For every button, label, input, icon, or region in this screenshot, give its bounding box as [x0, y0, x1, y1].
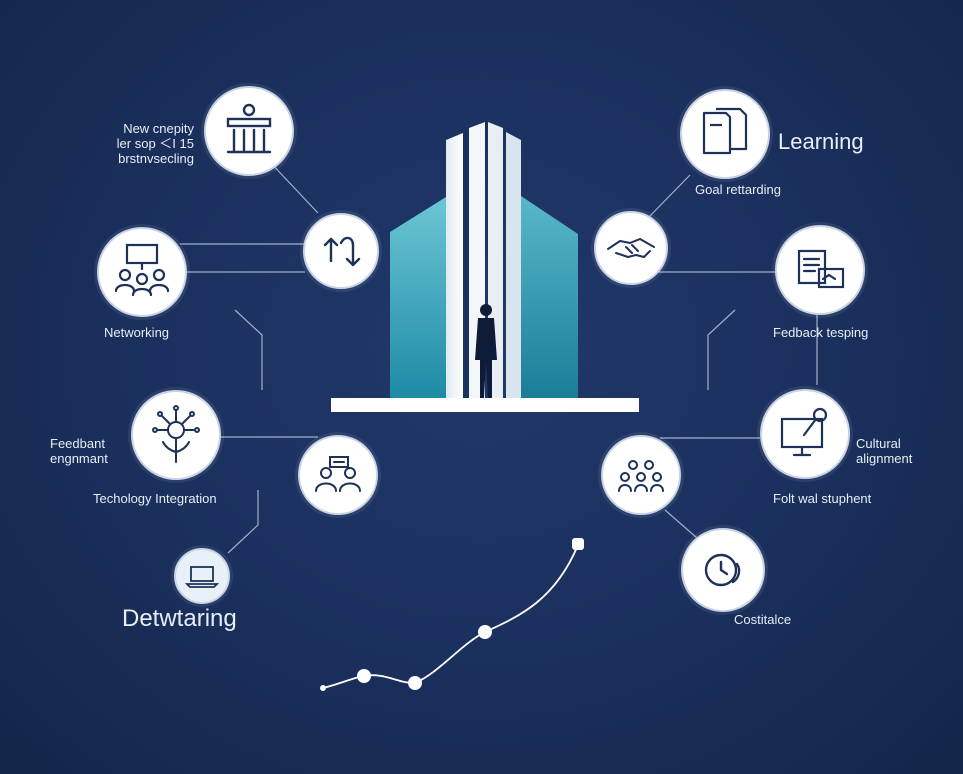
- group-icon: [603, 437, 679, 513]
- collaboration-node: [298, 435, 378, 515]
- tower-right-wing: [521, 196, 578, 400]
- presentation-team-icon: [99, 229, 185, 315]
- institution-node: [204, 86, 294, 176]
- laptop-node: [174, 548, 230, 604]
- label-networking: Networking: [104, 325, 169, 340]
- monitor-pen-icon: [762, 391, 848, 477]
- label-feedback-tesping: Fedback tesping: [773, 325, 868, 340]
- handshake-node: [594, 211, 668, 285]
- institution-icon: [206, 88, 292, 174]
- label-goal-retterding: Goal rettarding: [695, 182, 781, 197]
- tower-base: [331, 398, 639, 412]
- laptop-icon: [176, 550, 228, 602]
- documents-icon: [682, 91, 768, 177]
- documents-node: [680, 89, 770, 179]
- feedback-report-icon: [777, 227, 863, 313]
- arrows-node: [303, 213, 379, 289]
- monitor-pen-node: [760, 389, 850, 479]
- label-cultural-alignment: Cultural alignment: [856, 436, 912, 466]
- collaboration-icon: [300, 437, 376, 513]
- tower-left-wing: [390, 197, 446, 400]
- label-detwtaring: Detwtaring: [122, 606, 237, 632]
- group-node: [601, 435, 681, 515]
- tower-column: [446, 133, 463, 400]
- presentation-team-node: [97, 227, 187, 317]
- feedback-report-node: [775, 225, 865, 315]
- handshake-icon: [596, 213, 666, 283]
- tower-gap: [463, 133, 469, 400]
- timer-icon: [683, 530, 763, 610]
- label-folt-wal: Folt wal stuphent: [773, 491, 871, 506]
- label-feedbant: Feedbant engnmant: [50, 436, 108, 466]
- label-costitalce: Costitalce: [734, 612, 791, 627]
- timer-node: [681, 528, 765, 612]
- arrows-icon: [305, 215, 377, 287]
- label-tech-integration: Techology Integration: [93, 491, 217, 506]
- tower-column: [506, 132, 521, 400]
- label-learning: Learning: [778, 130, 864, 154]
- growth-tree-icon: [133, 392, 219, 478]
- label-new-capability: New cnepity ler sop ＜I 15 brstnvsecling: [80, 121, 194, 166]
- growth-tree-node: [131, 390, 221, 480]
